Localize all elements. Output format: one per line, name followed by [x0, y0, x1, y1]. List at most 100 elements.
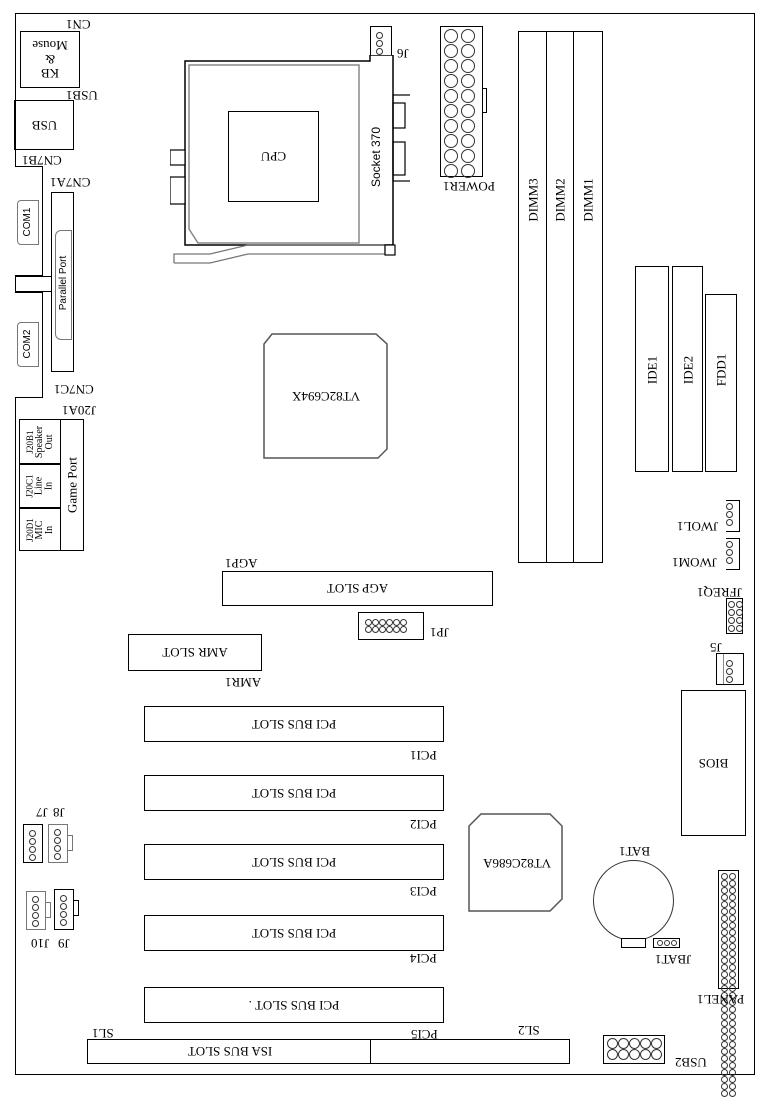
dimm3-slot[interactable] — [518, 31, 548, 563]
sl2-ref: SL2 — [518, 1023, 540, 1038]
pci1-slot[interactable]: PCI BUS SLOT — [144, 706, 444, 742]
j10-header[interactable] — [26, 891, 46, 930]
ide1-label: IDE1 — [644, 355, 660, 385]
battery-cell — [593, 860, 674, 941]
parallel-dsub — [55, 230, 72, 340]
usb1-label: USB — [31, 118, 58, 133]
pci5-slot[interactable]: PCI BUS SLOT . — [144, 987, 444, 1023]
jwom1-header[interactable] — [726, 538, 733, 564]
j6-header[interactable] — [370, 26, 392, 56]
com2-label: COM2 — [22, 329, 33, 359]
amr1-ref: AMR1 — [225, 675, 262, 690]
southbridge-chip — [468, 813, 563, 912]
jbat1-header[interactable] — [653, 938, 680, 948]
j9-key — [73, 900, 79, 916]
bios-label: BIOS — [698, 756, 729, 771]
dimm2-label: DIMM2 — [552, 178, 568, 222]
j5-header[interactable] — [716, 653, 744, 685]
dimm2-slot[interactable] — [546, 31, 574, 563]
usb2-header[interactable] — [603, 1035, 665, 1064]
j9-header[interactable] — [54, 889, 74, 930]
jwol1-ref: JWOL1 — [677, 519, 719, 534]
cpu-chip: CPU — [228, 111, 319, 202]
northbridge-chip — [263, 333, 388, 459]
out-label: Out — [44, 434, 55, 449]
jwom1-frame — [726, 538, 740, 570]
pci2-label: PCI BUS SLOT — [251, 786, 337, 801]
agp1-ref: AGP1 — [225, 556, 258, 571]
jwol1-header[interactable] — [726, 500, 733, 526]
socket-side-c — [392, 141, 406, 176]
j8-header[interactable] — [48, 824, 68, 863]
j7-ref: J7 — [36, 805, 48, 820]
pci1-ref: PCI1 — [410, 748, 437, 763]
parallel-port-label: Parallel Port — [58, 255, 69, 311]
isa-slot[interactable]: ISA BUS SLOT — [87, 1039, 570, 1064]
j8-key — [67, 835, 73, 851]
jwom1-ref: JWOM1 — [672, 555, 717, 570]
fdd1-connector[interactable] — [705, 294, 737, 472]
socket-tab-2 — [170, 176, 186, 205]
j10-ref: J10 — [31, 936, 50, 951]
dimm1-slot[interactable] — [573, 31, 603, 563]
amr-slot-label: AMR SLOT — [162, 645, 228, 661]
pci5-label: PCI BUS SLOT . — [248, 998, 340, 1013]
pci4-ref: PCI4 — [410, 951, 437, 966]
line-in-jack[interactable]: J20C1 Line In — [19, 464, 61, 508]
game-port-label: Game Port — [64, 457, 80, 513]
in-label: In — [43, 481, 55, 491]
cn1-ref: CN1 — [66, 17, 91, 32]
panel1-ref: PANEL1 — [697, 992, 745, 1007]
pci2-slot[interactable]: PCI BUS SLOT — [144, 775, 444, 811]
pci4-slot[interactable]: PCI BUS SLOT — [144, 915, 444, 951]
amr-slot[interactable]: AMR SLOT — [128, 634, 262, 671]
pci1-label: PCI BUS SLOT — [251, 717, 337, 732]
mic-in-label: In — [43, 525, 55, 534]
j9-ref: J9 — [58, 936, 70, 951]
power1-ref: POWER1 — [443, 179, 495, 194]
socket-lever-latch — [384, 244, 396, 256]
jfreq1-header[interactable] — [726, 598, 743, 634]
cpu-label: CPU — [260, 149, 287, 165]
com1-dsub — [17, 200, 39, 245]
ide2-label: IDE2 — [680, 355, 696, 385]
panel1-header[interactable] — [718, 870, 739, 1097]
ide2-connector[interactable] — [672, 266, 703, 472]
socket-inner — [188, 64, 360, 244]
southbridge-label: VT82C686A — [483, 856, 551, 871]
cn7a1-ref: CN7A1 — [50, 175, 91, 190]
pci4-label: PCI BUS SLOT — [251, 926, 337, 941]
usb1-connector[interactable]: USB — [14, 100, 74, 150]
kb-label: KB — [40, 66, 60, 82]
jp1-header[interactable] — [358, 612, 424, 640]
socket-370-label: Socket 370 — [369, 126, 383, 188]
com1-label: COM1 — [22, 207, 33, 237]
j8-ref: J8 — [53, 805, 65, 820]
amp-label: & — [44, 52, 56, 68]
dimm1-label: DIMM1 — [580, 178, 596, 222]
com-divider — [15, 276, 52, 292]
fdd1-label: FDD1 — [713, 353, 729, 387]
socket-lever-top — [173, 244, 385, 263]
pci3-slot[interactable]: PCI BUS SLOT — [144, 844, 444, 880]
pci3-label: PCI BUS SLOT — [251, 855, 337, 870]
battery-holder — [621, 938, 646, 948]
mic-in-jack[interactable]: J20D1 MIC In — [19, 508, 61, 551]
speaker-out-jack[interactable]: J20B1 Speaker Out — [19, 419, 61, 464]
jbat1-ref: JBAT1 — [655, 952, 692, 967]
j7-header[interactable] — [23, 824, 43, 863]
power-latch — [482, 88, 487, 113]
kb-mouse-connector[interactable]: KB & Mouse — [20, 31, 80, 88]
mouse-label: Mouse — [32, 38, 68, 54]
bios-chip[interactable]: BIOS — [681, 690, 746, 836]
northbridge-label: VT82C694X — [292, 389, 360, 404]
socket-tab-1 — [170, 149, 186, 166]
agp-slot[interactable]: AGP SLOT — [222, 571, 493, 606]
jwol1-frame — [726, 500, 740, 532]
atx-power-connector[interactable] — [440, 26, 483, 178]
game-port-connector[interactable] — [60, 419, 84, 551]
ide1-connector[interactable] — [635, 266, 669, 472]
motherboard-outline — [15, 13, 755, 1075]
socket-side-b — [392, 102, 406, 129]
socket-side-a — [392, 94, 410, 182]
